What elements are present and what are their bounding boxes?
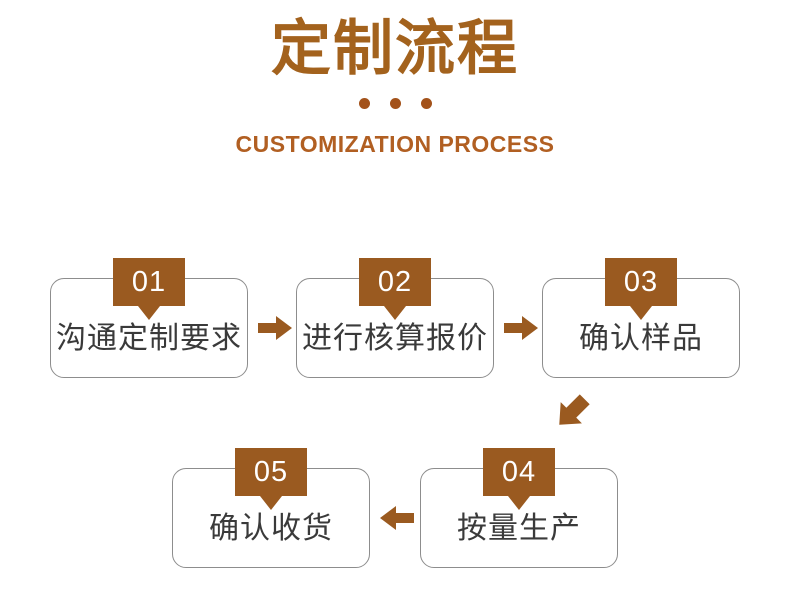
step-05: 确认收货 05 [172,448,370,568]
step-04-label: 按量生产 [457,511,581,546]
step-01-label: 沟通定制要求 [56,321,242,356]
step-05-number: 05 [253,455,289,488]
step-03-box: 确认样品 [542,278,740,378]
step-04: 按量生产 04 [420,448,618,568]
arrow-down-left-icon [552,392,592,432]
arrow-right-icon-1 [258,315,292,341]
step-04-number: 04 [501,455,537,488]
step-05-label: 确认收货 [209,511,333,546]
step-03-label: 确认样品 [579,321,703,356]
step-03-number: 03 [623,265,659,298]
step-02-badge: 02 [359,258,431,320]
separator-dot-2 [389,97,401,109]
step-01-number: 01 [131,265,167,298]
arrow-left-icon [380,505,414,531]
step-02-number: 02 [377,265,413,298]
step-02: 进行核算报价 02 [296,258,494,378]
step-03: 确认样品 03 [542,258,740,378]
dot-separator [0,81,790,109]
separator-dot-1 [358,97,370,109]
separator-dot-3 [420,97,432,109]
step-04-badge: 04 [483,448,555,510]
page-title: 定制流程 [271,14,519,84]
step-01: 沟通定制要求 01 [50,258,248,378]
step-01-badge: 01 [113,258,185,320]
arrow-right-icon-2 [504,315,538,341]
step-05-badge: 05 [235,448,307,510]
header: 定制流程 CUSTOMIZATION PROCESS [0,0,790,158]
page-subtitle: CUSTOMIZATION PROCESS [235,131,555,157]
step-02-label: 进行核算报价 [302,321,488,356]
step-03-badge: 03 [605,258,677,320]
